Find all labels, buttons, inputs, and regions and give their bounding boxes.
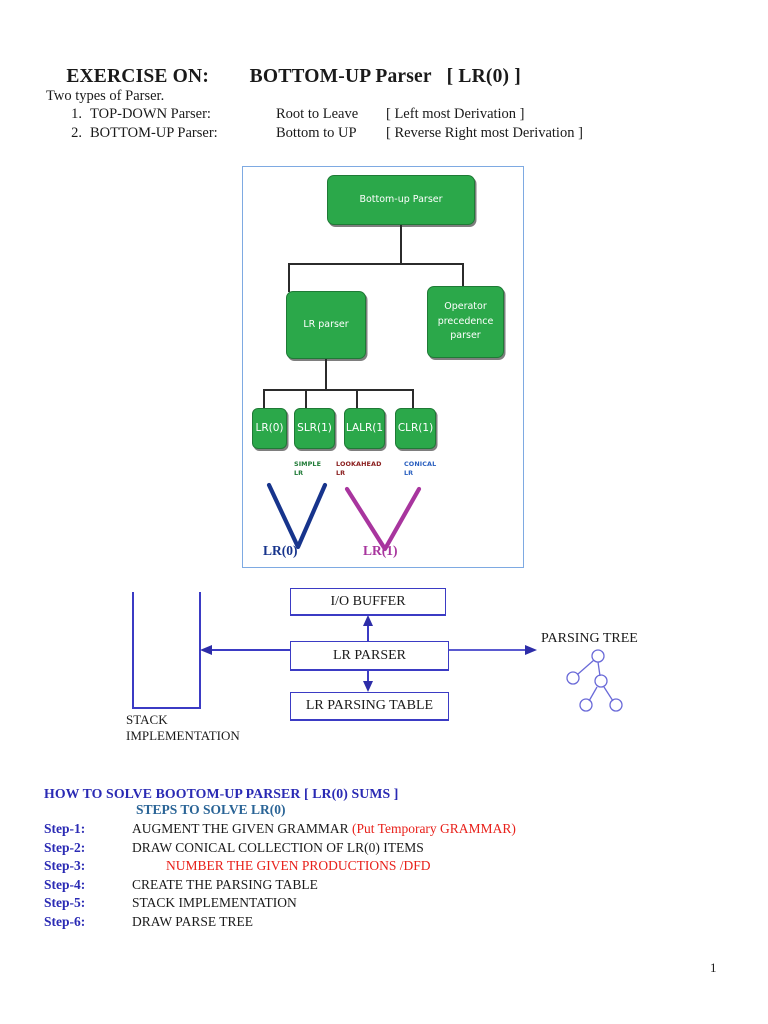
sublabel-conical-lr: CONICAL LR — [404, 460, 437, 478]
step-row: Step-5: STACK IMPLEMENTATION — [44, 895, 399, 914]
stack-implementation-label: STACK IMPLEMENTATION — [126, 712, 240, 744]
step-text: AUGMENT THE GIVEN GRAMMAR (Put Temporary… — [132, 821, 516, 837]
connector-to-operator-parser — [462, 263, 464, 292]
node-lalr1: LALR(1 — [344, 408, 385, 449]
arrow-parser-to-io-buffer — [363, 615, 373, 641]
sublabel-simple-lr: SIMPLE LR — [294, 460, 322, 478]
connector-leaf-2 — [305, 389, 307, 409]
box-lr-parsing-table: LR PARSING TABLE — [290, 692, 449, 721]
parser-type-direction: Root to Leave — [276, 106, 359, 122]
node-bottom-up-parser: Bottom-up Parser — [327, 175, 475, 225]
parsing-tree-label: PARSING TREE — [541, 631, 638, 646]
parser-taxonomy-figure: Bottom-up Parser LR parser Operator prec… — [242, 166, 524, 568]
connector-leaf-3 — [356, 389, 358, 409]
group-label-lr1: LR(1) — [363, 543, 398, 558]
step-text-accent: (Put Temporary GRAMMAR) — [352, 821, 516, 836]
step-text-main: AUGMENT THE GIVEN GRAMMAR — [132, 821, 353, 836]
step-text: DRAW PARSE TREE — [132, 913, 253, 929]
step-key: Step-6: — [44, 913, 86, 929]
node-slr1: SLR(1) — [294, 408, 335, 449]
steps-heading: HOW TO SOLVE BOOTOM-UP PARSER [ LR(0) SU… — [44, 786, 399, 801]
title-prefix: EXERCISE ON: — [66, 66, 210, 87]
steps-section: HOW TO SOLVE BOOTOM-UP PARSER [ LR(0) SU… — [44, 786, 516, 933]
connector-to-lr-parser — [288, 263, 290, 292]
arrow-parser-to-stack — [200, 645, 290, 655]
node-operator-precedence-parser: Operator precedence parser — [427, 286, 504, 358]
step-row: Step-3: NUMBER THE GIVEN PRODUCTIONS /DF… — [44, 858, 431, 877]
step-row: Step-4: CREATE THE PARSING TABLE — [44, 877, 399, 896]
box-lr-parser: LR PARSER — [290, 641, 449, 671]
title-suffix: [ LR(0) ] — [446, 66, 522, 87]
page-title: EXERCISE ON: BOTTOM-UP Parser [ LR(0) ] — [46, 44, 521, 110]
intro-text: Two types of Parser. — [46, 88, 165, 104]
group-label-lr0: LR(0) — [263, 543, 298, 558]
group-brackets-svg — [266, 482, 422, 552]
step-text: CREATE THE PARSING TABLE — [132, 876, 318, 892]
parser-type-direction: Bottom to UP — [276, 125, 357, 141]
step-key: Step-3: — [44, 858, 86, 874]
lr1-bracket-shape — [344, 486, 422, 552]
step-row: Step-1: AUGMENT THE GIVEN GRAMMAR (Put T… — [44, 821, 516, 840]
lr0-bracket-shape — [266, 482, 328, 550]
step-text: STACK IMPLEMENTATION — [132, 895, 297, 911]
arrow-parser-to-parsing-table — [363, 670, 373, 692]
step-text: NUMBER THE GIVEN PRODUCTIONS /DFD — [166, 858, 431, 874]
list-index: 1. — [71, 106, 82, 122]
box-io-buffer: I/O BUFFER — [290, 588, 446, 616]
steps-subheading: STEPS TO SOLVE LR(0) — [136, 802, 286, 817]
node-lr0: LR(0) — [252, 408, 287, 449]
step-row: Step-6: DRAW PARSE TREE — [44, 914, 399, 933]
step-key: Step-5: — [44, 895, 86, 911]
connector-root-trunk — [400, 225, 402, 264]
step-text: DRAW CONICAL COLLECTION OF LR(0) ITEMS — [132, 839, 424, 855]
parser-type-derivation: [ Reverse Right most Derivation ] — [386, 125, 583, 141]
parser-type-derivation: [ Left most Derivation ] — [386, 106, 525, 122]
node-clr1: CLR(1) — [395, 408, 436, 449]
step-key: Step-4: — [44, 876, 86, 892]
page-number: 1 — [710, 960, 717, 975]
connector-level2-bar — [288, 263, 464, 265]
list-index: 2. — [71, 125, 82, 141]
stack-shape — [132, 592, 201, 709]
arrow-parser-to-parsing-tree — [449, 645, 537, 655]
step-key: Step-2: — [44, 839, 86, 855]
step-row: Step-2: DRAW CONICAL COLLECTION OF LR(0)… — [44, 839, 424, 859]
connector-lr-trunk — [325, 359, 327, 390]
parsing-tree-sketch — [566, 649, 623, 712]
parser-type-name: BOTTOM-UP Parser: — [90, 125, 218, 141]
node-lr-parser: LR parser — [286, 291, 366, 359]
title-main: BOTTOM-UP Parser — [249, 66, 432, 87]
connector-leaf-1 — [263, 389, 265, 409]
connector-leaves-bar — [263, 389, 413, 391]
parser-type-name: TOP-DOWN Parser: — [90, 106, 211, 122]
step-key: Step-1: — [44, 821, 86, 836]
connector-leaf-4 — [412, 389, 414, 409]
sublabel-lookahead-lr: LOOKAHEAD LR — [336, 460, 382, 478]
